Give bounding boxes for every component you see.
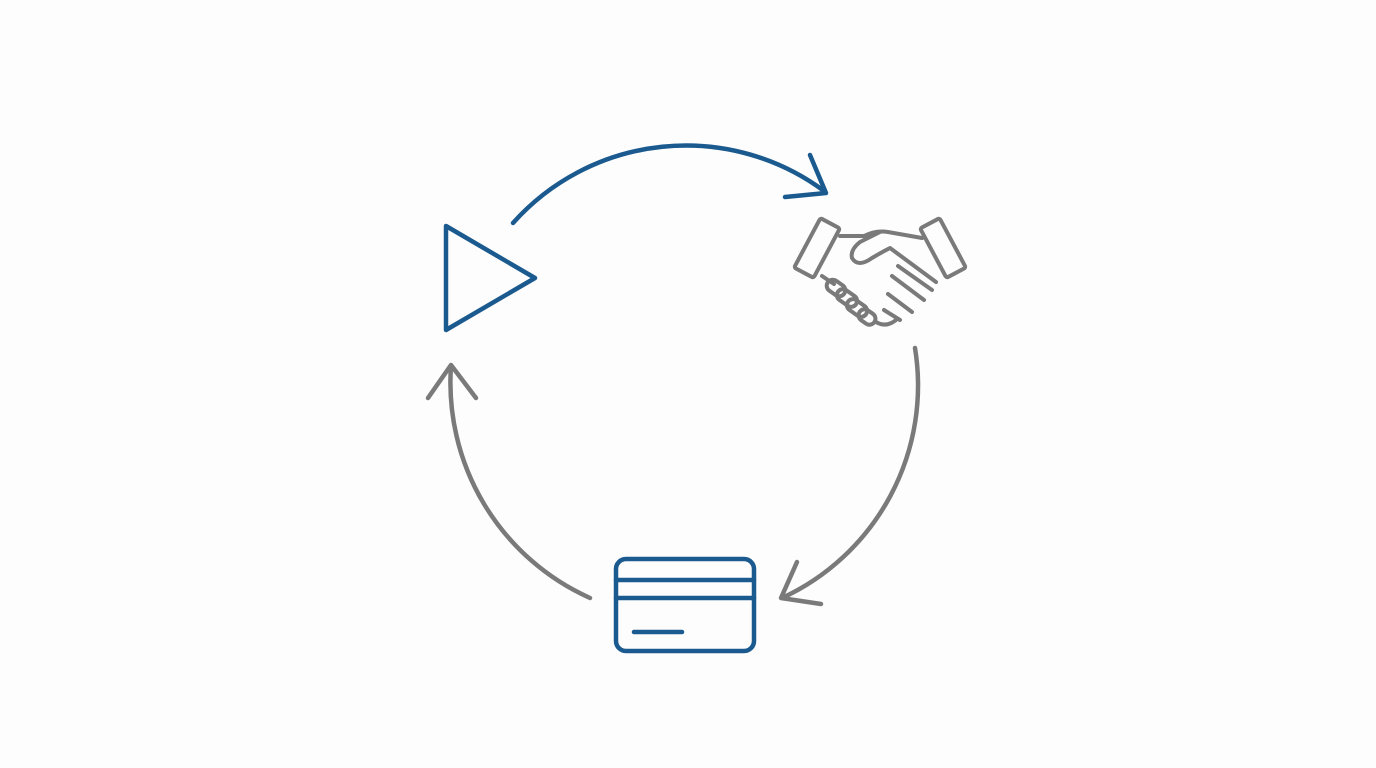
- arrowhead-icon: [778, 559, 824, 607]
- arrow-card-to-play: [425, 362, 593, 601]
- arrow-play-to-handshake: [510, 143, 829, 226]
- play-icon: [443, 223, 538, 333]
- handshake-icon: [792, 216, 968, 327]
- arrow-handshake-to-card: [778, 345, 921, 607]
- credit-card-icon: [613, 556, 757, 654]
- arc: [779, 345, 921, 601]
- arrowhead-icon: [782, 152, 829, 200]
- arc: [448, 363, 593, 601]
- arrowhead-icon: [425, 362, 479, 401]
- arc: [510, 143, 827, 226]
